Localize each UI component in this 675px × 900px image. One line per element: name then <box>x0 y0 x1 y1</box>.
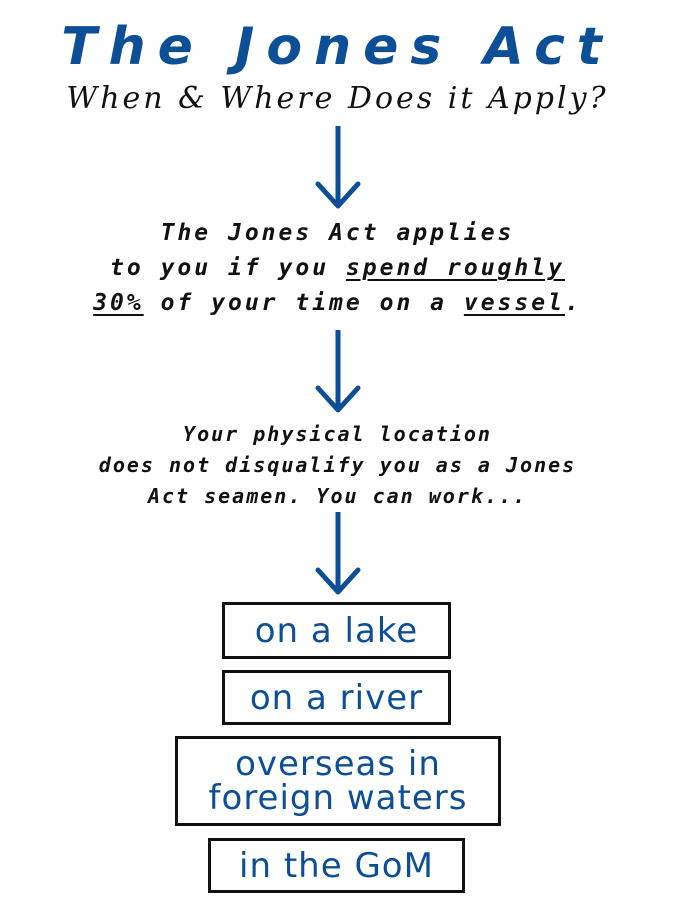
vessel-underlined: vessel <box>463 290 565 316</box>
location-box-river: on a river <box>222 670 451 725</box>
applies-line-3-period: . <box>564 290 582 316</box>
applies-line-2-text: to you if you <box>110 255 346 281</box>
applies-line-3: 30% of your time on a vessel. <box>0 286 675 321</box>
applies-line-3-text: of your time on a <box>143 290 464 316</box>
applies-statement: The Jones Act applies to you if you spen… <box>0 216 675 321</box>
spend-roughly-underlined: spend roughly <box>345 255 565 281</box>
page-title: The Jones Act <box>61 17 614 77</box>
location-line-3: Act seamen. You can work... <box>147 484 528 508</box>
location-statement: Your physical location does not disquali… <box>0 419 675 512</box>
location-box-lake-text: on a lake <box>254 610 419 651</box>
location-box-gom-text: in the GoM <box>239 845 434 886</box>
location-box-overseas-text: overseas in foreign waters <box>208 744 468 818</box>
arrow-down-icon <box>315 512 361 595</box>
location-box-gom: in the GoM <box>208 838 465 893</box>
arrow-down-icon <box>315 330 361 413</box>
location-box-river-text: on a river <box>249 677 424 718</box>
arrow-down-icon <box>315 126 361 209</box>
location-line-1: Your physical location <box>183 422 492 446</box>
applies-line-2: to you if you spend roughly <box>0 251 675 286</box>
location-line-2: does not disqualify you as a Jones <box>98 453 577 477</box>
applies-line-1: The Jones Act applies <box>160 220 515 246</box>
location-box-lake: on a lake <box>222 602 451 659</box>
percent-underlined: 30% <box>93 290 144 316</box>
page-subtitle: When & Where Does it Apply? <box>66 81 609 116</box>
location-box-overseas: overseas in foreign waters <box>175 736 501 826</box>
